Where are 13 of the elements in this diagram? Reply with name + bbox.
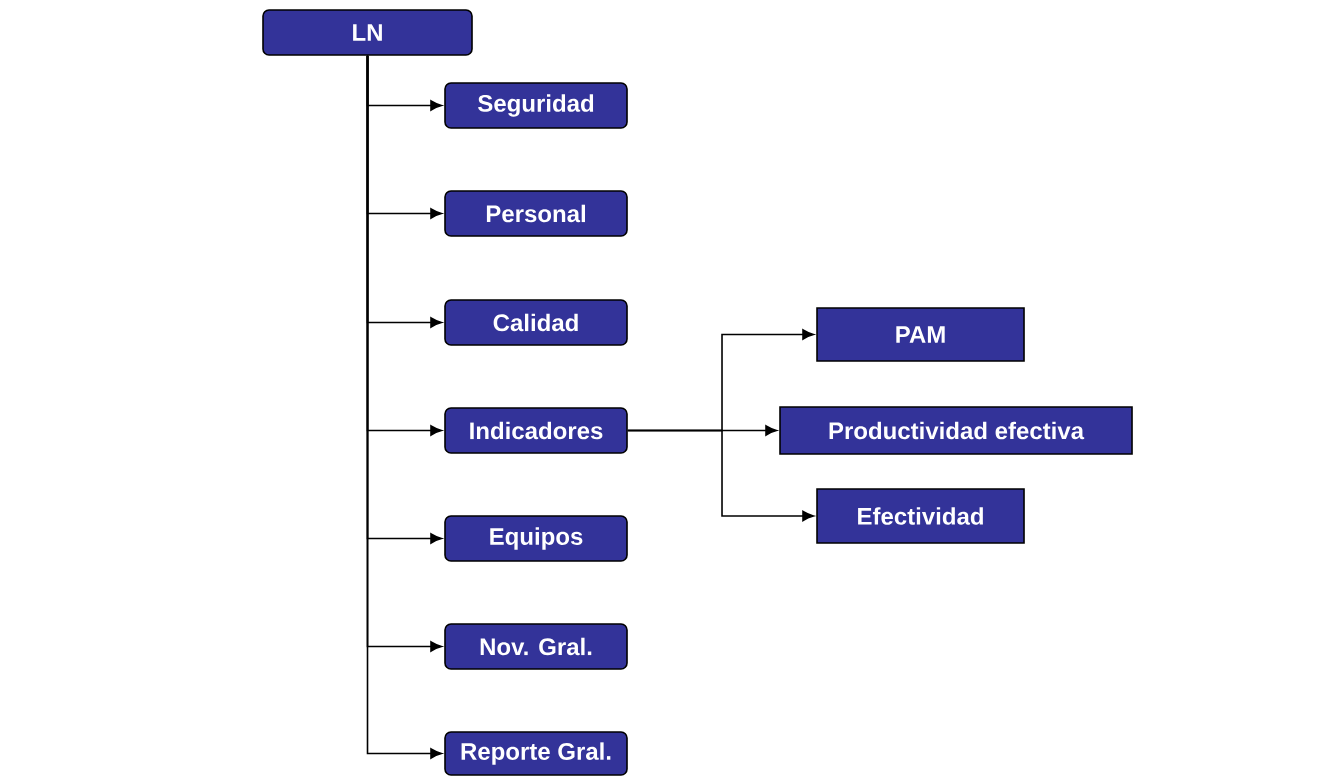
box: Seguridad bbox=[444, 82, 628, 129]
box: Productividad efectiva bbox=[779, 406, 1133, 455]
box: Calidad bbox=[444, 299, 628, 346]
box: LN bbox=[262, 9, 473, 56]
arrow bbox=[627, 429, 815, 522]
box: Nov. Gral. bbox=[444, 623, 628, 670]
box: Indicadores bbox=[444, 407, 628, 454]
box: Equipos bbox=[444, 515, 628, 562]
box: PAM bbox=[816, 307, 1025, 362]
box: Reporte Gral. bbox=[444, 731, 628, 776]
box: Efectividad bbox=[816, 488, 1025, 544]
arrow bbox=[366, 55, 443, 759]
box: Personal bbox=[444, 190, 628, 237]
